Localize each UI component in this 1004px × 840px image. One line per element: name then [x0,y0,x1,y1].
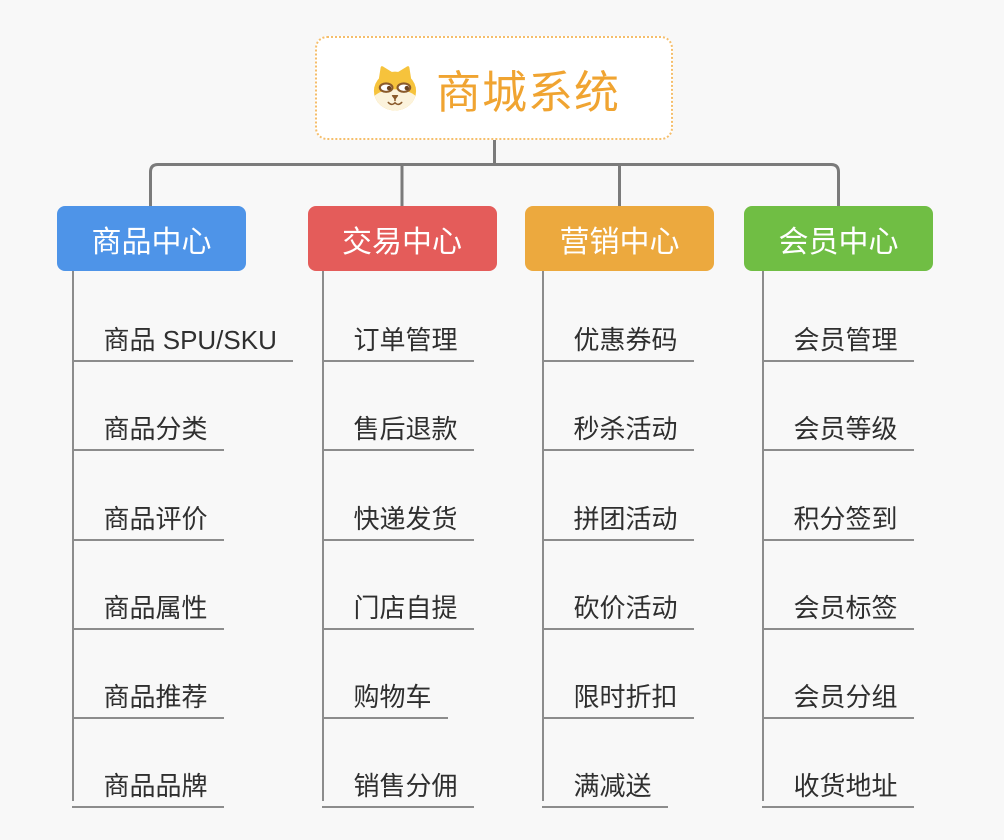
branch-node-trade-center[interactable]: 交易中心 [307,206,497,271]
bus-line [149,163,840,207]
branch-trunk-line [71,270,74,801]
child-node-sales-commission[interactable]: 销售分佣 [321,757,474,808]
child-node-store-pickup[interactable]: 门店自提 [321,579,474,630]
child-node-member-tags[interactable]: 会员标签 [761,579,914,630]
child-node-coupon-code[interactable]: 优惠券码 [541,311,694,362]
child-node-aftersale-refund[interactable]: 售后退款 [321,400,474,451]
child-node-product-attr[interactable]: 商品属性 [71,579,224,630]
child-node-member-management[interactable]: 会员管理 [761,311,914,362]
branch-node-member-center[interactable]: 会员中心 [744,206,933,271]
child-node-group-buy[interactable]: 拼团活动 [541,490,694,541]
root-node-mall-system[interactable]: 商城系统 [315,36,673,140]
child-node-express-shipping[interactable]: 快递发货 [321,490,474,541]
root-title: 商城系统 [435,66,620,118]
child-node-product-brand[interactable]: 商品品牌 [71,757,224,808]
child-node-product-recommend[interactable]: 商品推荐 [71,668,224,719]
child-node-shopping-cart[interactable]: 购物车 [321,668,448,719]
child-node-product-review[interactable]: 商品评价 [71,490,224,541]
child-node-flash-sale[interactable]: 秒杀活动 [541,400,694,451]
branch-node-marketing-center[interactable]: 营销中心 [525,206,714,271]
child-node-full-reduction[interactable]: 满减送 [541,757,668,808]
child-node-points-checkin[interactable]: 积分签到 [761,490,914,541]
child-node-shipping-address[interactable]: 收货地址 [761,757,914,808]
child-node-member-level[interactable]: 会员等级 [761,400,914,451]
branch-trunk-line [761,270,764,801]
shiba-dog-icon [368,64,422,113]
child-node-product-spu-sku[interactable]: 商品 SPU/SKU [71,311,293,362]
child-node-product-category[interactable]: 商品分类 [71,400,224,451]
branch-node-product-center[interactable]: 商品中心 [57,206,246,271]
branch-trunk-line [321,270,324,801]
child-node-bargain-event[interactable]: 砍价活动 [541,579,694,630]
child-node-limited-discount[interactable]: 限时折扣 [541,668,694,719]
branch-trunk-line [541,270,544,801]
child-node-order-management[interactable]: 订单管理 [321,311,474,362]
child-node-member-groups[interactable]: 会员分组 [761,668,914,719]
